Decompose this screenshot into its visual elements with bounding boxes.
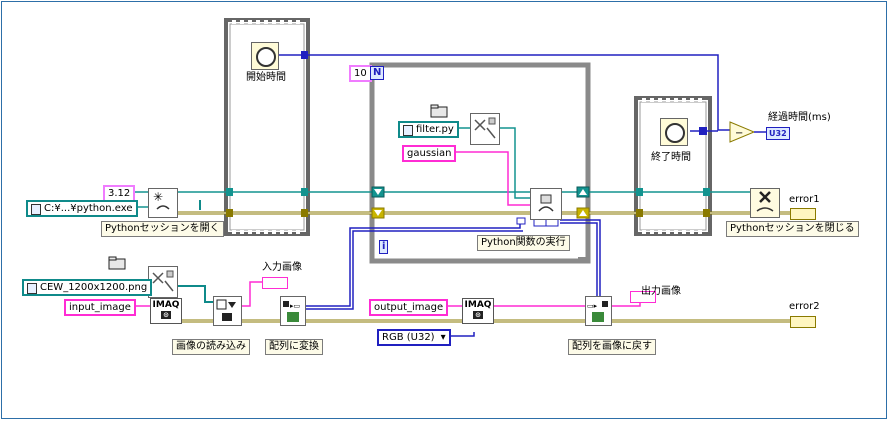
folder-icon — [108, 256, 126, 270]
end-time-label: 終了時間 — [651, 152, 691, 163]
imaq-label: IMAQ — [464, 300, 492, 310]
image-path-constant[interactable]: CEW_1200x1200.png — [22, 279, 153, 296]
close-session-label: Pythonセッションを閉じる — [726, 221, 859, 237]
open-session-label: Pythonセッションを開く — [101, 221, 224, 237]
python-node-icon — [538, 194, 554, 212]
elapsed-time-label: 経過時間(ms) — [768, 112, 831, 123]
run-function-label: Python関数の実行 — [477, 235, 570, 251]
seq-tunnel — [226, 188, 233, 196]
array-to-image-vi[interactable]: ▭▸ — [585, 296, 612, 326]
open-python-session-vi[interactable]: ✳ — [148, 188, 178, 218]
seq-tunnel — [301, 209, 308, 217]
svg-text:✳: ✳ — [153, 190, 163, 204]
clock-icon[interactable] — [251, 42, 279, 70]
imaq-subicon: ⊙ — [161, 311, 171, 319]
svg-text:▭▸: ▭▸ — [587, 302, 598, 310]
seq-tunnel — [301, 188, 308, 196]
folder-icon — [430, 104, 448, 118]
array-to-image-label: 配列を画像に戻す — [568, 339, 656, 355]
seq-tunnel — [301, 51, 308, 59]
error2-label: error2 — [789, 301, 820, 312]
seq-tunnel — [226, 209, 233, 217]
array-to-image-icon: ▭▸ — [587, 301, 608, 322]
imaq-create-vi[interactable]: IMAQ ⊙ — [150, 298, 182, 324]
output-image-name-constant[interactable]: output_image — [369, 299, 449, 316]
array-terminal — [516, 217, 526, 225]
input-image-name-constant[interactable]: input_image — [64, 299, 136, 316]
image-to-array-icon: ▸▭ — [283, 301, 300, 322]
seq-tunnel — [636, 209, 643, 217]
loop-count-terminal: N — [370, 66, 385, 80]
elapsed-time-indicator[interactable]: U32 — [766, 127, 790, 140]
seq-tunnel — [636, 188, 643, 196]
seq-tunnel — [699, 127, 707, 135]
python-open-icon: ✳ — [153, 190, 170, 210]
build-path-vi[interactable] — [148, 266, 178, 298]
error1-indicator[interactable] — [790, 208, 816, 220]
error1-label: error1 — [789, 194, 820, 205]
loop-count-constant[interactable]: 10 — [349, 65, 372, 82]
iteration-terminal: i — [379, 240, 389, 254]
input-image-indicator[interactable] — [262, 277, 288, 289]
build-path-icon — [152, 270, 174, 292]
svg-text:−: − — [735, 128, 743, 139]
build-path-icon — [474, 117, 496, 139]
imaq-create-vi[interactable]: IMAQ ⊙ — [462, 298, 494, 324]
filter-name-constant[interactable]: gaussian — [402, 145, 457, 162]
input-image-label: 入力画像 — [262, 262, 302, 273]
svg-text:▸▭: ▸▭ — [290, 302, 300, 310]
close-python-session-vi[interactable] — [750, 188, 780, 218]
seq-tunnel — [703, 188, 710, 196]
script-path-constant[interactable]: filter.py — [398, 121, 459, 138]
clock-icon[interactable] — [660, 118, 688, 146]
start-time-label: 開始時間 — [246, 72, 286, 83]
build-path-vi[interactable] — [470, 113, 500, 145]
python-node-vi[interactable] — [530, 188, 562, 220]
python-path-constant[interactable]: C:¥...¥python.exe — [26, 200, 138, 217]
imaq-label: IMAQ — [152, 300, 180, 310]
imaq-subicon: ⊙ — [473, 311, 483, 319]
read-image-vi[interactable] — [213, 296, 242, 326]
read-image-icon — [216, 299, 236, 321]
output-image-label: 出力画像 — [641, 286, 681, 297]
python-close-icon — [756, 191, 774, 212]
image-type-enum[interactable]: RGB (U32) — [377, 329, 451, 346]
read-image-label: 画像の読み込み — [172, 339, 250, 355]
image-to-array-vi[interactable]: ▸▭ — [280, 296, 306, 326]
subtract-node[interactable]: − — [729, 121, 756, 143]
output-image-indicator[interactable] — [630, 291, 656, 303]
to-array-label: 配列に変換 — [265, 339, 323, 355]
seq-tunnel — [703, 209, 710, 217]
error2-indicator[interactable] — [790, 316, 816, 328]
